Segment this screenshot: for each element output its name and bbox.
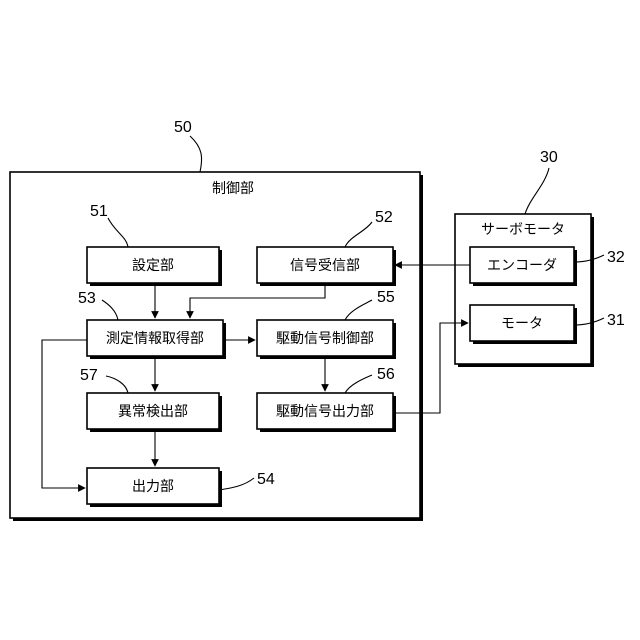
block-encoder-label: エンコーダ [487, 258, 557, 274]
block-measurement-acquisition-label: 測定情報取得部 [106, 330, 204, 347]
ref-56: 56 [377, 366, 395, 383]
block-output: 出力部 [87, 468, 222, 507]
block-motor: モータ [470, 305, 577, 344]
block-drive-signal-output-label: 駆動信号出力部 [276, 404, 374, 420]
block-anomaly-detection: 異常検出部 [87, 393, 222, 432]
block-measurement-acquisition: 測定情報取得部 [87, 320, 226, 359]
ref-52: 52 [375, 209, 393, 226]
block-signal-receiver: 信号受信部 [257, 247, 396, 286]
ref-51: 51 [90, 203, 108, 220]
block-motor-label: モータ [501, 316, 543, 332]
block-settings-label: 設定部 [132, 258, 174, 274]
servo-motor: サーボモータ [455, 214, 594, 367]
leader-50 [190, 136, 202, 172]
block-signal-receiver-label: 信号受信部 [290, 258, 360, 274]
block-drive-signal-output: 駆動信号出力部 [257, 393, 396, 432]
ref-55: 55 [377, 289, 395, 306]
block-drive-signal-control: 駆動信号制御部 [257, 320, 396, 359]
ref-53: 53 [78, 290, 96, 307]
leader-30 [525, 168, 549, 214]
control-unit-title: 制御部 [212, 181, 254, 197]
ref-31: 31 [607, 312, 625, 329]
ref-57: 57 [80, 367, 98, 384]
block-encoder: エンコーダ [470, 247, 577, 286]
block-anomaly-detection-label: 異常検出部 [118, 404, 188, 420]
ref-32: 32 [607, 249, 625, 266]
block-settings: 設定部 [87, 247, 222, 286]
ref-50: 50 [174, 119, 192, 136]
ref-54: 54 [257, 471, 275, 488]
servo-motor-title: サーボモータ [481, 222, 565, 238]
ref-30: 30 [540, 149, 558, 166]
block-output-label: 出力部 [132, 479, 174, 495]
block-drive-signal-control-label: 駆動信号制御部 [276, 331, 374, 347]
